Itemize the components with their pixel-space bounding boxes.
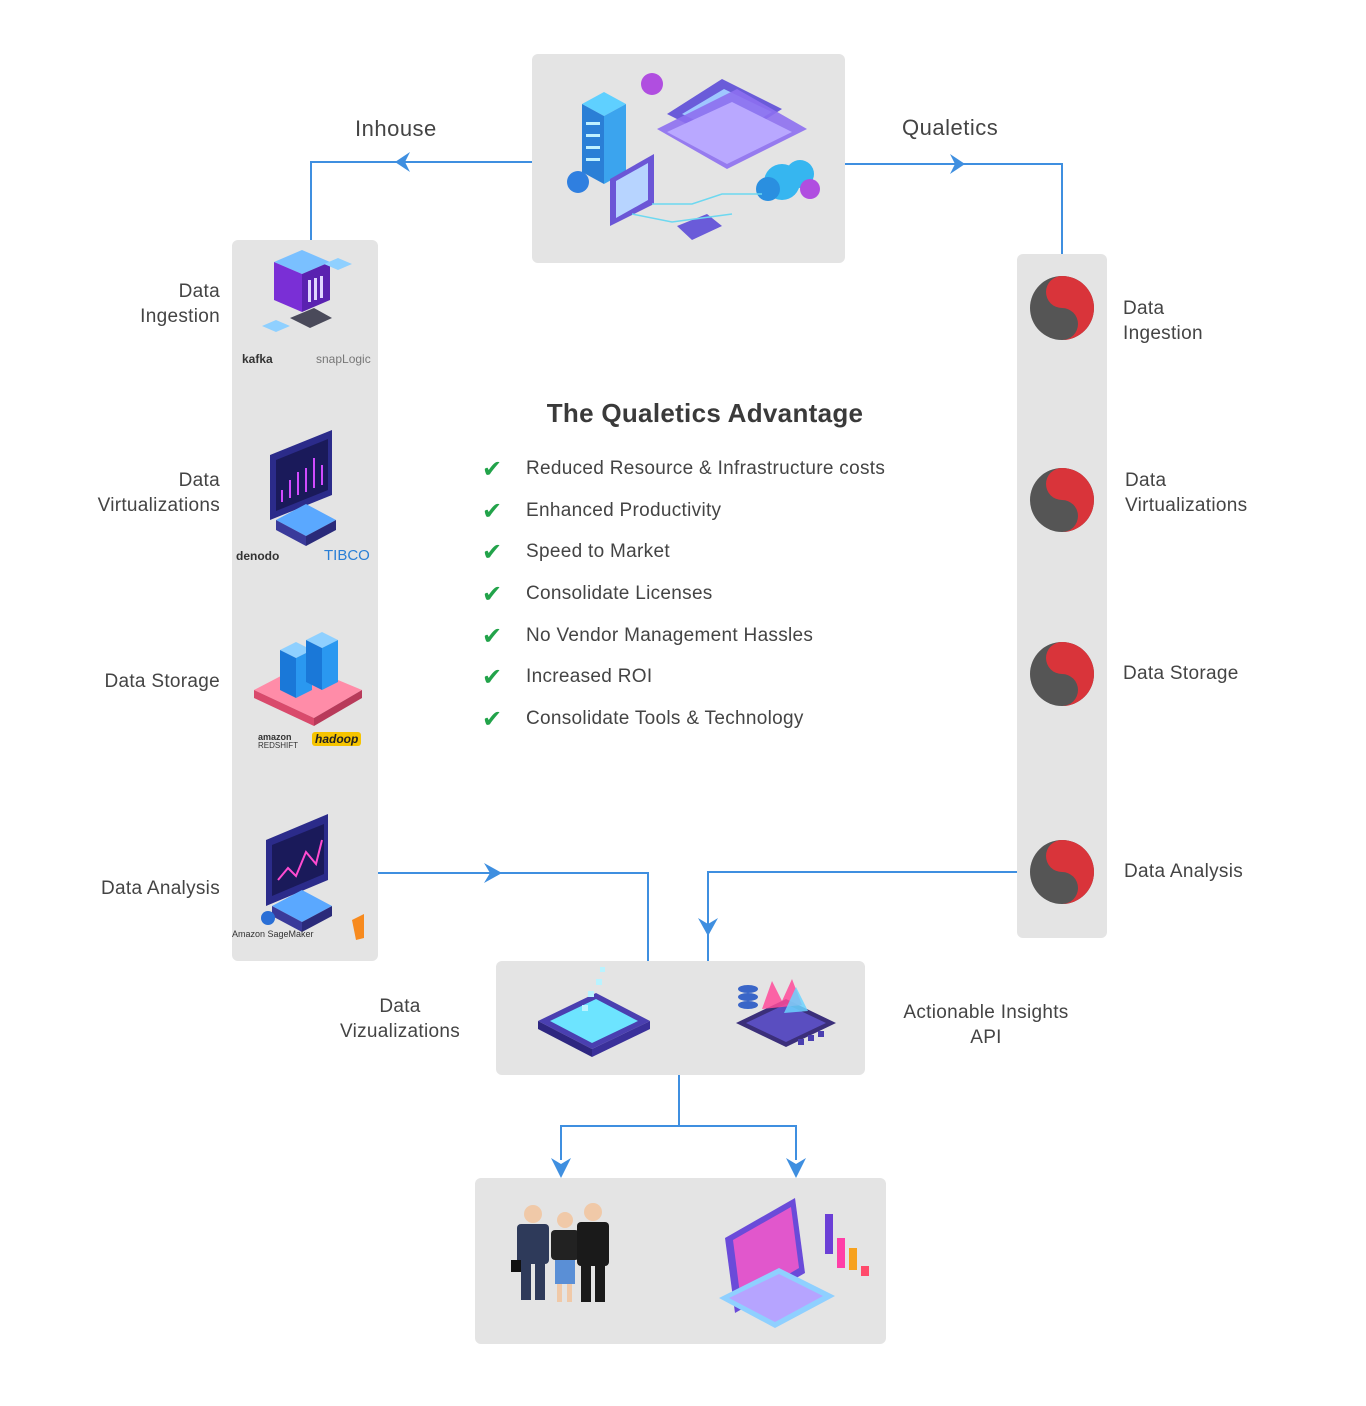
advantage-item: ✔Reduced Resource & Infrastructure costs xyxy=(482,456,886,483)
advantage-list: ✔Reduced Resource & Infrastructure costs… xyxy=(482,458,885,750)
consumers-illustration xyxy=(511,1198,869,1328)
cloud-infrastructure-illustration xyxy=(567,73,820,240)
advantage-title: The Qualetics Advantage xyxy=(546,398,864,428)
advantage-item: ✔Increased ROI xyxy=(482,664,653,692)
tibco-logo: TIBCO xyxy=(324,547,370,564)
qualetics-analysis-label: Data Analysis xyxy=(1124,861,1244,882)
hadoop-logo: hadoop xyxy=(312,732,362,746)
inhouse-storage-label: Data Storage xyxy=(104,671,220,692)
advantage-item: ✔Speed to Market xyxy=(482,539,670,567)
advantage-item: ✔No Vendor Management Hassles xyxy=(482,622,814,650)
qualetics-pipeline-panel xyxy=(1017,254,1107,938)
inhouse-analysis-label: Data Analysis xyxy=(100,878,220,899)
checkmark-icon: ✔ xyxy=(482,581,503,609)
amazon-logo: amazon xyxy=(258,732,292,742)
denodo-logo: denodo xyxy=(236,549,280,563)
sagemaker-logo: Amazon SageMaker xyxy=(232,929,314,939)
redshift-logo: REDSHIFT xyxy=(258,741,298,750)
inhouse-label: Inhouse xyxy=(355,116,437,141)
advantage-item: ✔Consolidate Tools & Technology xyxy=(482,706,804,734)
qualetics-storage-label: Data Storage xyxy=(1123,663,1239,684)
checkmark-icon: ✔ xyxy=(482,622,503,650)
qualetics-logo-icons xyxy=(1030,276,1094,904)
output-panel xyxy=(496,961,865,1075)
checkmark-icon: ✔ xyxy=(482,664,503,692)
qualetics-label: Qualetics xyxy=(902,115,999,140)
checkmark-icon: ✔ xyxy=(482,706,503,734)
snaplogic-logo: snapLogic xyxy=(316,352,371,366)
consumers-panel xyxy=(475,1178,886,1344)
checkmark-icon: ✔ xyxy=(482,497,503,525)
advantage-item: ✔Consolidate Licenses xyxy=(482,581,713,609)
inhouse-pipeline-illustrations xyxy=(254,250,364,940)
output-illustrations xyxy=(538,967,836,1057)
laptop-analytics xyxy=(719,1198,869,1328)
checkmark-icon: ✔ xyxy=(482,539,503,567)
kafka-logo: kafka xyxy=(242,352,273,366)
business-people xyxy=(511,1203,609,1302)
checkmark-icon: ✔ xyxy=(482,456,503,483)
inhouse-pipeline-panel: kafka snapLogic denodo TIBCO amazon REDS… xyxy=(232,240,378,961)
data-sources-panel xyxy=(532,54,845,263)
advantage-item: ✔Enhanced Productivity xyxy=(482,497,722,525)
